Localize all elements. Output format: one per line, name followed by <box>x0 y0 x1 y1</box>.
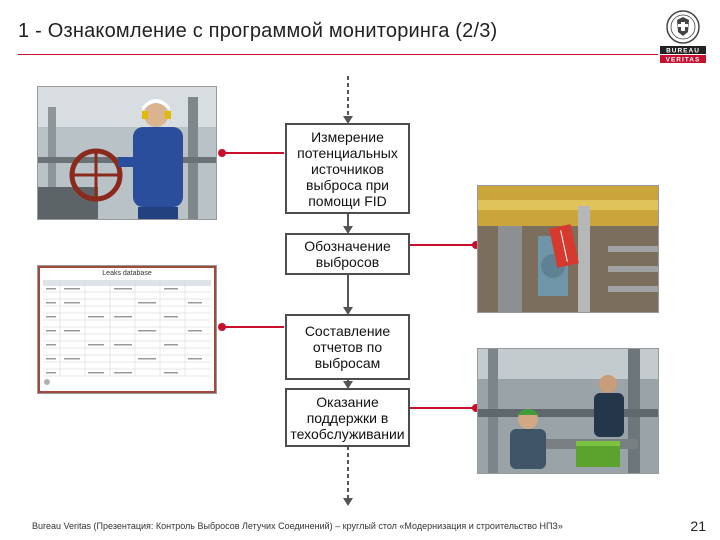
report-screenshot: Leaks database <box>37 265 217 394</box>
step-leak-reporting: Составление отчетов по выбросам <box>285 314 410 380</box>
slide-footer: Bureau Veritas (Презентация: Контроль Вы… <box>32 521 563 531</box>
step-maintenance-support: Оказание поддержки в техобслуживании <box>285 388 410 447</box>
report-header: Leaks database <box>40 268 214 277</box>
valve-tag-photo <box>477 185 659 313</box>
step-leak-marking: Обозначение выбросов <box>285 233 410 275</box>
step-fid-measurement: Измерение потенциальных источников выбро… <box>285 123 410 214</box>
maintenance-photo <box>477 348 659 474</box>
page-number: 21 <box>690 518 706 534</box>
worker-photo <box>37 86 217 220</box>
